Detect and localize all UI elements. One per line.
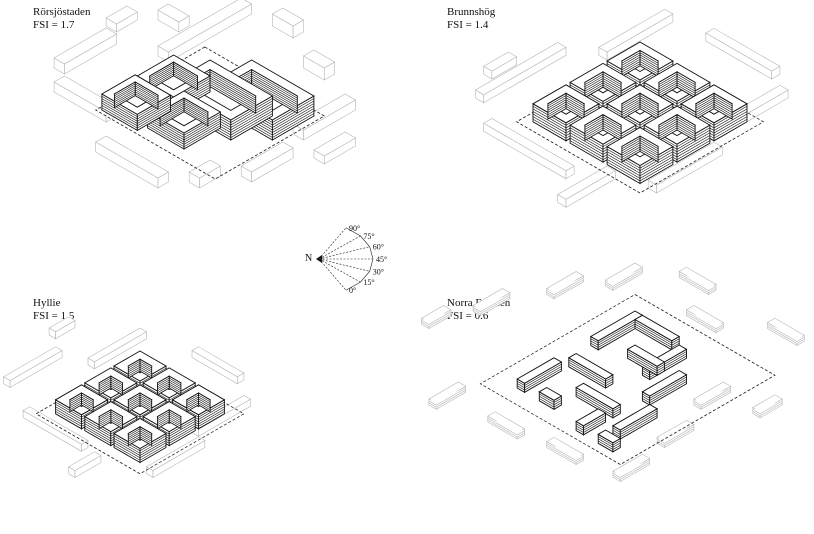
- angle-label: 15°: [363, 278, 374, 287]
- sun-angle-compass: N 90°75° 60° 45° 30° 15° 0°: [305, 224, 387, 295]
- slab-building: [569, 354, 613, 389]
- angle-label: 60°: [373, 243, 384, 252]
- slab-building: [576, 409, 606, 435]
- hyllie-axonometry: [4, 317, 251, 478]
- sun-angle-ray: [319, 236, 360, 259]
- slab-building: [539, 388, 561, 410]
- north-label: N: [305, 253, 312, 264]
- angle-label: 90°: [349, 224, 360, 233]
- sun-angle-ray: [319, 228, 346, 259]
- angle-label: 45°: [376, 255, 387, 264]
- slab-building: [517, 358, 561, 393]
- angle-label: 0°: [349, 286, 356, 295]
- sun-angle-ray: [319, 259, 370, 271]
- sun-angle-ray: [319, 259, 360, 282]
- norra-faladen-axonometry: [422, 263, 805, 482]
- sun-angle-ray: [319, 247, 370, 259]
- slab-buildings: [517, 311, 686, 452]
- slab-building: [635, 315, 679, 350]
- angle-label: 75°: [363, 232, 374, 241]
- slab-building: [591, 311, 643, 350]
- angle-label: 30°: [373, 267, 384, 276]
- brunnshog-axonometry: [476, 9, 789, 207]
- sun-angle-ray: [319, 259, 346, 290]
- rorsjostaden-axonometry: [54, 0, 355, 188]
